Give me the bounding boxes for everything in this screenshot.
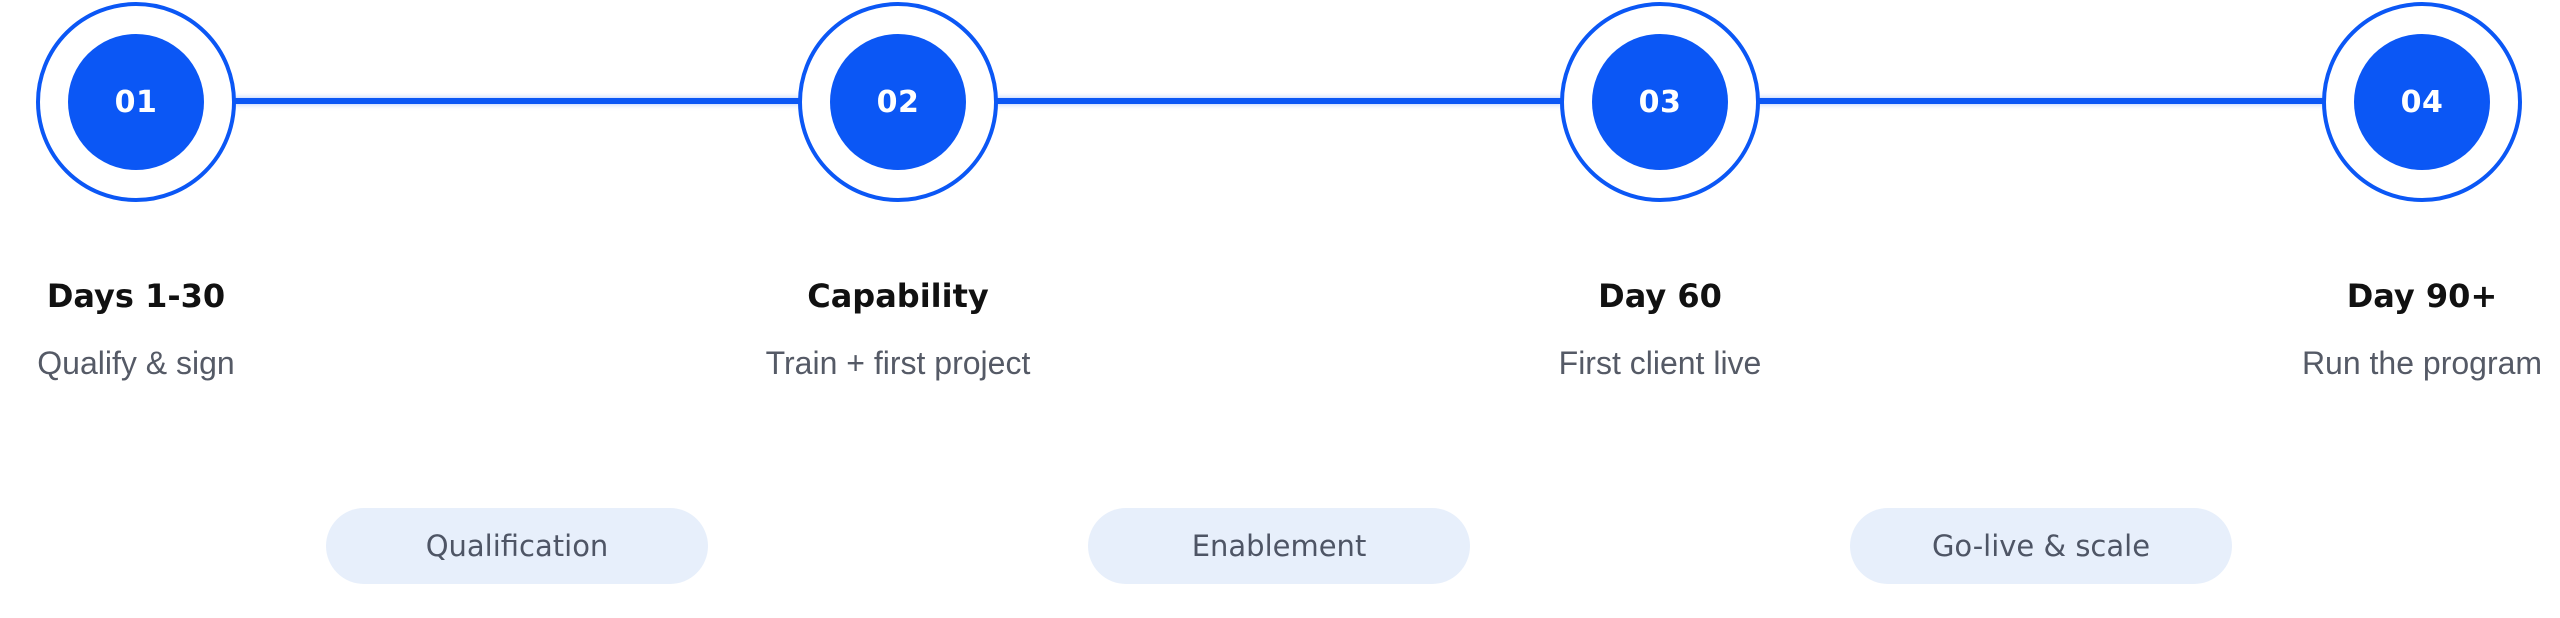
step-1-subtitle: Qualify & sign — [37, 345, 235, 381]
timeline-step-2: 02 Capability Train + first project — [698, 0, 1098, 420]
timeline-step-3: 03 Day 60 First client live — [1460, 0, 1860, 420]
step-3-ring: 03 — [1560, 2, 1760, 202]
step-2-ring: 02 — [798, 2, 998, 202]
timeline-step-1: 01 Days 1-30 Qualify & sign — [0, 0, 336, 420]
step-3-number-badge: 03 — [1592, 34, 1728, 170]
step-1-number-badge: 01 — [68, 34, 204, 170]
step-4-ring: 04 — [2322, 2, 2522, 202]
phase-pill-go-live: Go-live & scale — [1850, 508, 2232, 584]
step-2-subtitle: Train + first project — [765, 345, 1031, 381]
step-4-title: Day 90+ — [2346, 277, 2498, 315]
step-2-title: Capability — [807, 277, 989, 315]
step-4-number-badge: 04 — [2354, 34, 2490, 170]
timeline-connector-line — [136, 98, 2424, 104]
step-3-title: Day 60 — [1598, 277, 1722, 315]
step-4-subtitle: Run the program — [2301, 345, 2543, 381]
phase-pill-qualification: Qualification — [326, 508, 708, 584]
step-3-subtitle: First client live — [1558, 345, 1762, 381]
step-1-title: Days 1-30 — [46, 277, 226, 315]
step-1-ring: 01 — [36, 2, 236, 202]
step-2-number-badge: 02 — [830, 34, 966, 170]
phase-pill-enablement: Enablement — [1088, 508, 1470, 584]
timeline-step-4: 04 Day 90+ Run the program — [2222, 0, 2560, 420]
